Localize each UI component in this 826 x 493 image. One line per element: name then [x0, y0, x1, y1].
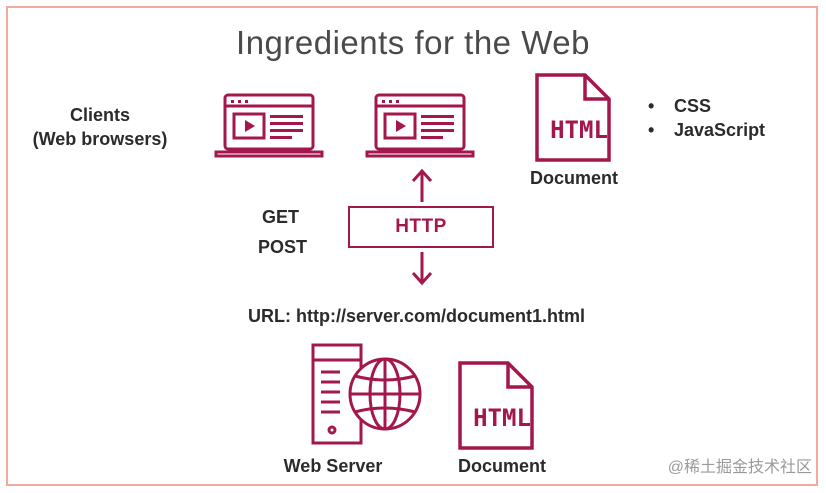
arrow-up-icon — [411, 168, 433, 202]
server-globe-icon — [311, 343, 422, 445]
clients-label-line2: (Web browsers) — [32, 129, 168, 149]
list-item: CSS — [648, 94, 765, 118]
html-document-icon: HTML — [458, 361, 534, 450]
tech-list: CSS JavaScript — [648, 94, 765, 142]
laptop-icon — [214, 93, 324, 158]
web-server-label: Web Server — [283, 456, 383, 476]
post-method-label: POST — [258, 237, 308, 257]
slide-title: Ingredients for the Web — [236, 24, 590, 61]
watermark: @稀土掘金技术社区 — [667, 459, 812, 476]
laptop-icon — [365, 93, 475, 158]
clients-label-line1: Clients — [69, 105, 130, 125]
html-icon-text: HTML — [550, 116, 608, 144]
html-icon-text: HTML — [473, 404, 531, 432]
document-label: Document — [529, 168, 618, 188]
http-box: HTTP — [348, 206, 494, 248]
url-label: URL: http://server.com/document1.html — [248, 306, 586, 326]
clients-label: Clients (Web browsers) — [30, 103, 170, 151]
html-document-icon: HTML — [535, 73, 611, 162]
arrow-down-icon — [411, 252, 433, 286]
list-item: JavaScript — [648, 118, 765, 142]
get-method-label: GET — [262, 207, 300, 227]
http-label: HTTP — [395, 216, 447, 237]
document-label: Document — [457, 456, 546, 476]
